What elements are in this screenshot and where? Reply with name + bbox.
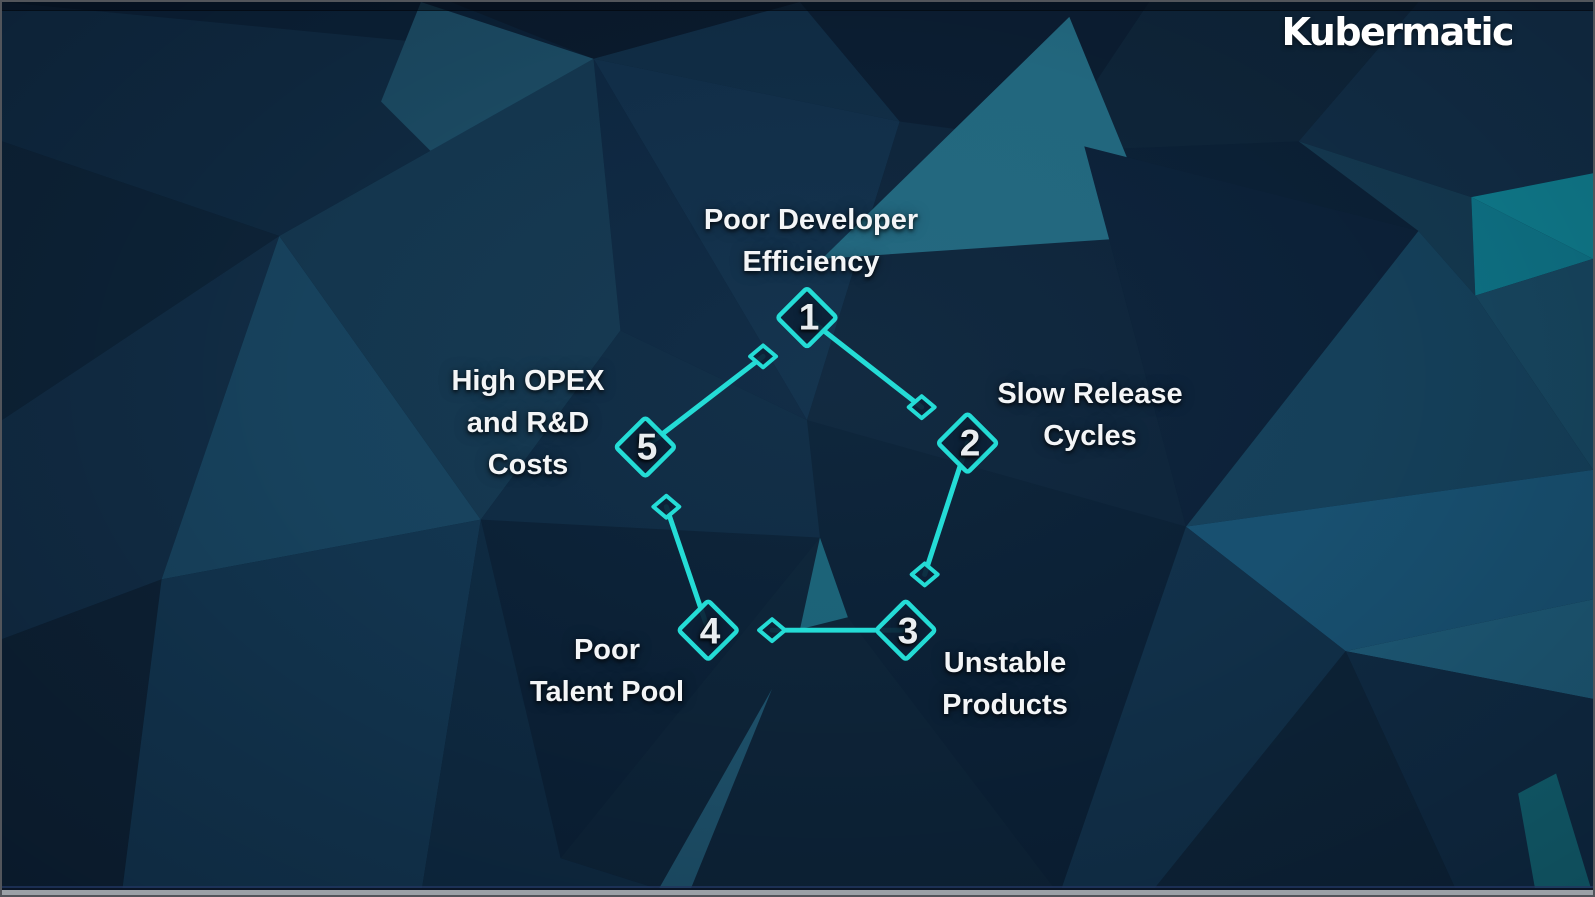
node-number-4: 4 — [699, 610, 721, 652]
node-label-2: Slow Release Cycles — [997, 373, 1182, 457]
node-label-4: Poor Talent Pool — [530, 629, 684, 713]
label-line: Products — [942, 689, 1068, 721]
connector-endpoint-diamonds — [651, 343, 940, 644]
label-line: Unstable — [943, 647, 1067, 679]
endpoint-diamond-4-5 — [651, 493, 682, 520]
node-number-2: 2 — [959, 422, 981, 464]
label-line: Efficiency — [742, 246, 880, 278]
node-label-1: Poor Developer Efficiency — [704, 199, 918, 283]
node-diamond-2 — [936, 412, 999, 474]
node-diamond-5 — [614, 416, 677, 478]
label-line: Slow Release — [997, 378, 1183, 410]
node-number-1: 1 — [798, 296, 820, 338]
bottom-strip — [2, 890, 1593, 895]
top-edge-shade — [2, 2, 1593, 11]
connector-lines — [642, 315, 971, 633]
label-line: High OPEX — [451, 365, 605, 397]
node-diamonds — [614, 287, 999, 661]
node-diamond-4 — [677, 599, 739, 661]
connector-line-5-1 — [642, 353, 766, 450]
endpoint-diamond-1-2 — [906, 394, 937, 421]
node-label-5: High OPEX and R&D Costs — [451, 360, 604, 486]
node-diamond-3 — [875, 599, 937, 661]
node-diamond-1 — [776, 287, 838, 349]
endpoint-diamond-2-3 — [909, 561, 940, 588]
label-line: Costs — [487, 449, 569, 481]
endpoint-diamond-5-1 — [748, 343, 779, 370]
kubermatic-logo: Kubermatic — [1281, 10, 1515, 54]
node-number-3: 3 — [897, 610, 919, 652]
label-line: Cycles — [1043, 420, 1137, 452]
label-line: Poor — [573, 634, 641, 666]
endpoint-diamond-3-4 — [757, 617, 788, 644]
node-number-5: 5 — [636, 426, 658, 468]
node-label-3: Unstable Products — [942, 642, 1068, 726]
label-line: Talent Pool — [529, 676, 685, 708]
label-line: Poor Developer — [703, 204, 919, 236]
label-line: and R&D — [466, 407, 590, 439]
connector-line-1-2 — [804, 315, 925, 410]
